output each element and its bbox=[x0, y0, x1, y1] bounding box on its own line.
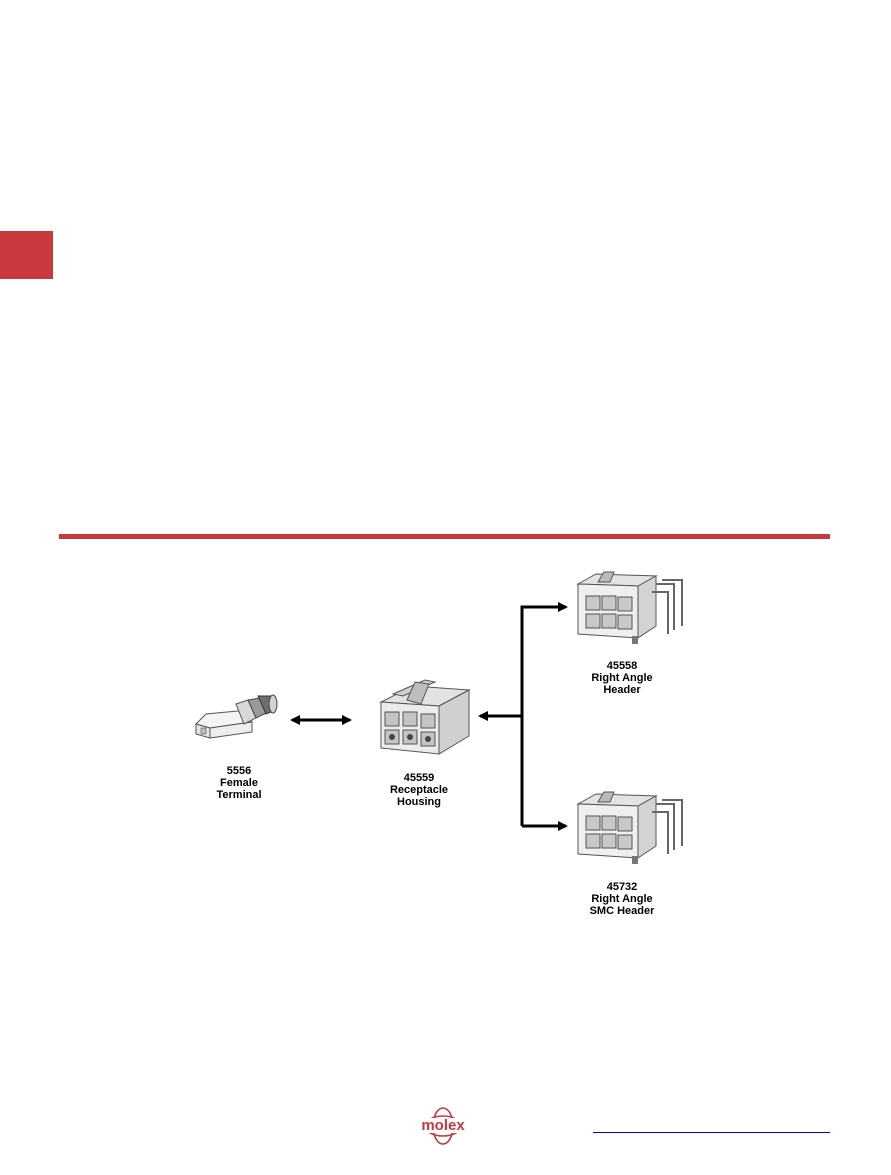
diagram-graphics bbox=[195, 571, 683, 864]
housing-header-arrows bbox=[478, 602, 568, 831]
part-desc-1: Right Angle bbox=[591, 893, 653, 905]
part-desc-1: Receptacle bbox=[389, 784, 449, 796]
part-number: 45558 bbox=[606, 660, 638, 672]
female-terminal-image bbox=[195, 694, 278, 739]
label-5556: 5556 Female Terminal bbox=[184, 765, 294, 801]
part-desc-2: Header bbox=[603, 684, 641, 696]
part-desc-1: Female bbox=[220, 777, 258, 789]
section-divider bbox=[59, 534, 830, 539]
part-number: 45559 bbox=[403, 772, 435, 784]
molex-logo-text: molex bbox=[421, 1117, 465, 1134]
label-45558: 45558 Right Angle Header bbox=[567, 660, 677, 696]
part-desc-2: Terminal bbox=[216, 789, 262, 801]
part-desc-2: SMC Header bbox=[589, 905, 655, 917]
part-number: 45732 bbox=[606, 881, 638, 893]
molex-logo: molex bbox=[409, 1106, 477, 1146]
right-angle-smc-header-image bbox=[576, 791, 683, 864]
receptacle-housing-image bbox=[379, 679, 471, 755]
section-side-tab bbox=[0, 231, 53, 279]
part-desc-1: Right Angle bbox=[591, 672, 653, 684]
right-angle-header-image bbox=[576, 571, 683, 644]
molex-logo-mark: molex bbox=[415, 1107, 471, 1145]
label-45732: 45732 Right Angle SMC Header bbox=[567, 881, 677, 917]
label-45559: 45559 Receptacle Housing bbox=[364, 772, 474, 808]
mating-diagram: 5556 Female Terminal 45559 Receptacle Ho… bbox=[0, 540, 891, 960]
footer-link[interactable] bbox=[593, 1132, 830, 1133]
part-desc-2: Housing bbox=[397, 796, 441, 808]
part-number: 5556 bbox=[226, 765, 252, 777]
